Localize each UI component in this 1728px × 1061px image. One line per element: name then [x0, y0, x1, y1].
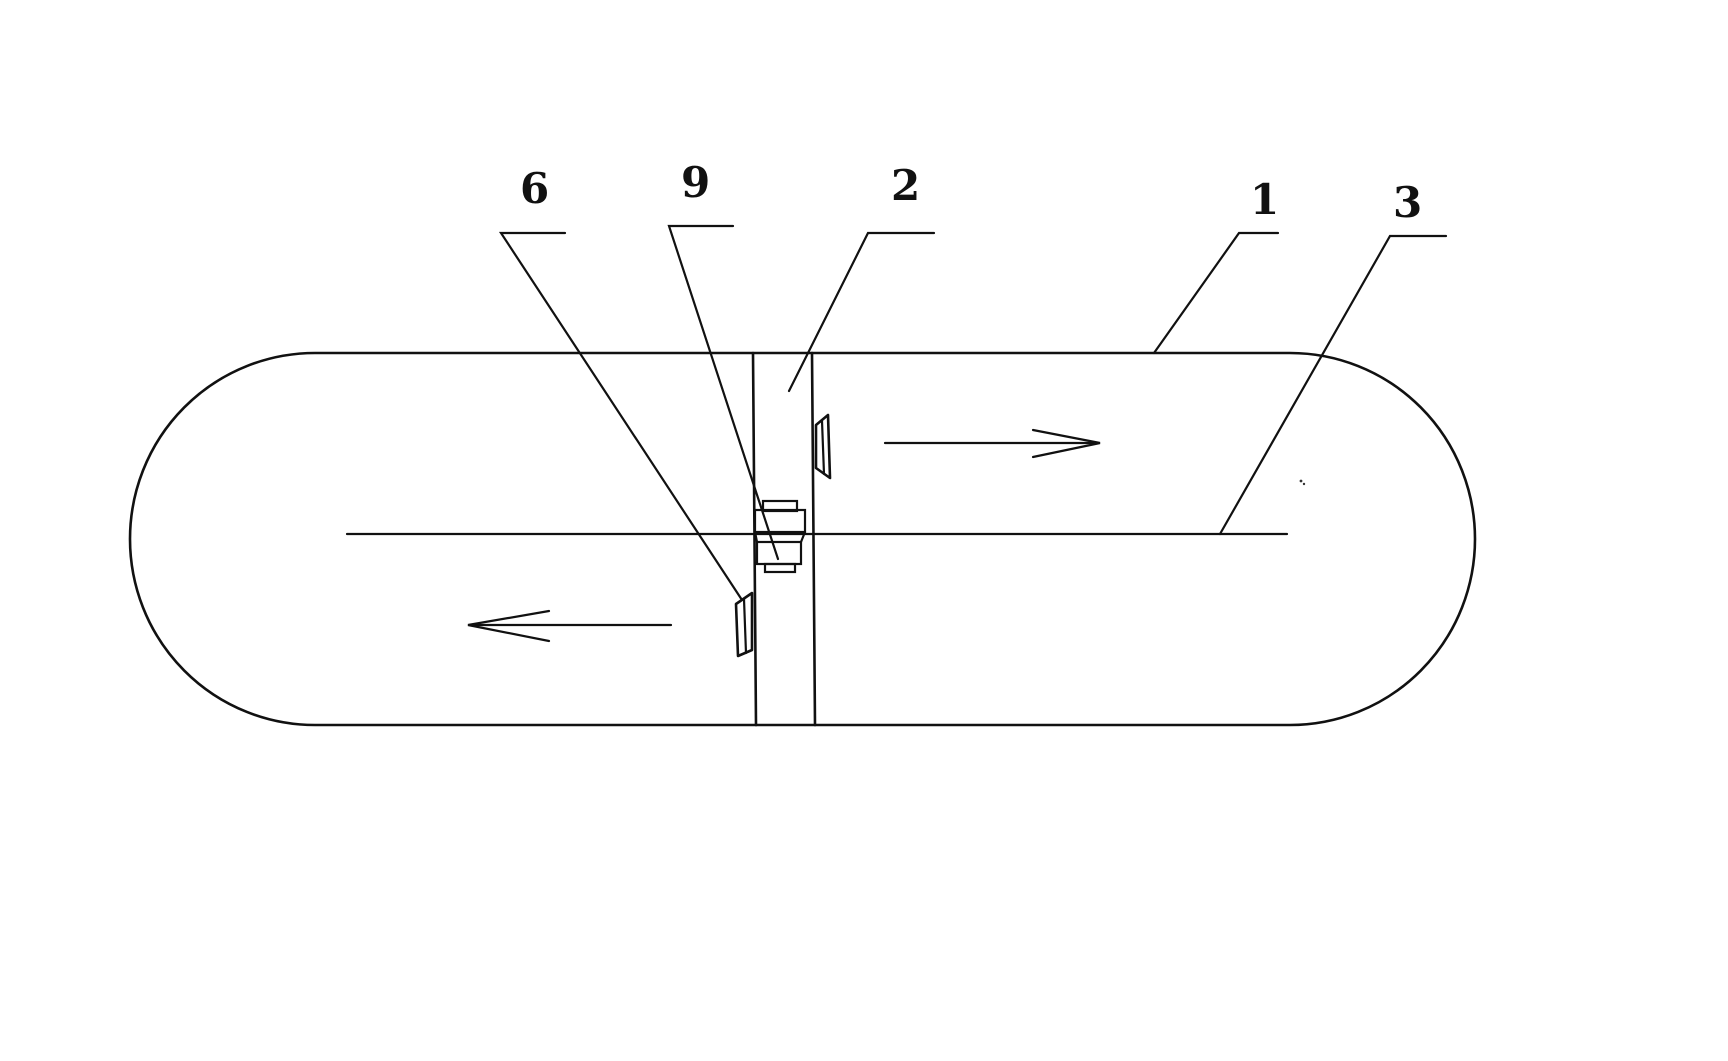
capsule-body-outline	[128, 351, 1477, 727]
speck	[1299, 479, 1303, 483]
label-1: 1	[1250, 175, 1279, 224]
lower-flap	[734, 591, 754, 658]
divider-right-edge	[810, 351, 817, 727]
divider-left-edge	[751, 351, 758, 727]
label-2: 2	[891, 161, 920, 210]
connector-block	[753, 499, 807, 574]
upper-flap	[814, 413, 832, 480]
label-9: 9	[681, 158, 710, 207]
arrow-right-icon	[883, 428, 1101, 459]
leader-lines	[498, 224, 1448, 602]
label-3: 3	[1393, 178, 1422, 227]
leader-line-2	[787, 231, 936, 393]
leader-line-9	[667, 224, 780, 561]
leader-line-1	[1152, 231, 1280, 355]
leader-line-3	[1218, 234, 1448, 536]
arrow-left-icon	[467, 609, 673, 643]
label-6: 6	[520, 164, 549, 213]
speck	[1302, 482, 1306, 486]
leader-line-6	[498, 231, 744, 602]
